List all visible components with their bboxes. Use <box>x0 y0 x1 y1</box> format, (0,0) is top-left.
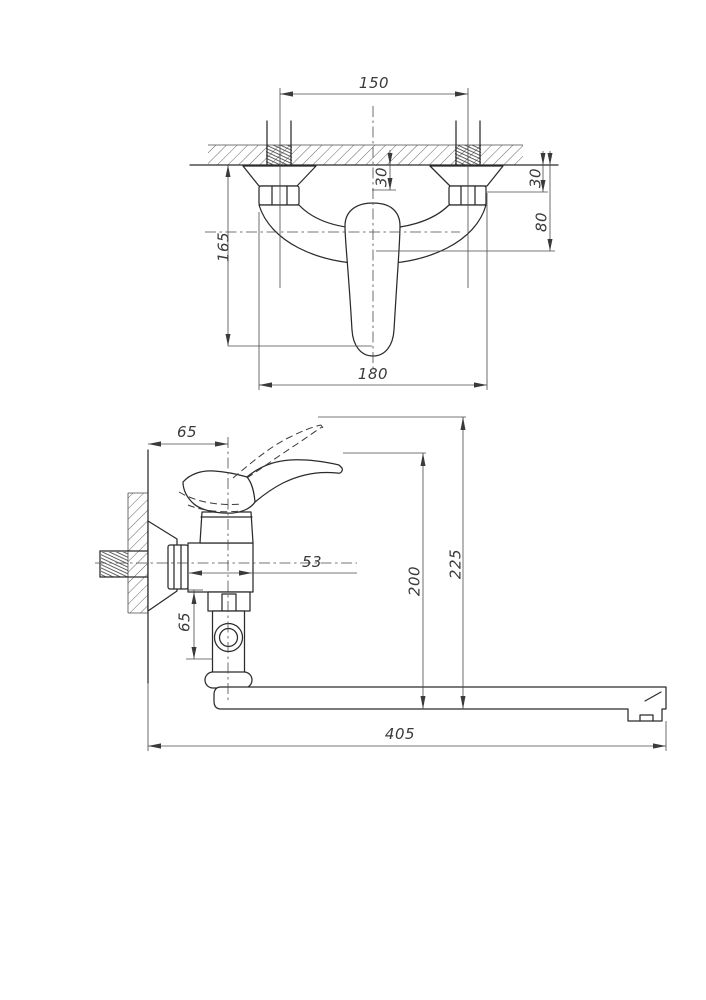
side-handle-lever <box>182 459 343 514</box>
front-handle <box>344 202 401 357</box>
dim-spout-to-lever-raised: 225 <box>318 416 466 709</box>
front-hex-nuts <box>258 185 487 206</box>
aerator-notch <box>639 714 654 722</box>
front-view: 150 30 30 80 <box>189 74 559 390</box>
dim-body-width: 180 <box>258 193 488 390</box>
dim-label-150: 150 <box>359 74 389 92</box>
dim-overall-length: 405 <box>147 683 667 751</box>
dim-wall-to-handle-bottom: 165 <box>214 165 372 347</box>
dim-label-65-top: 65 <box>177 423 197 441</box>
side-view: 65 53 65 200 <box>95 416 667 751</box>
side-wall <box>127 449 149 684</box>
side-supply-pipe <box>99 550 149 578</box>
dim-label-65-low: 65 <box>175 612 193 632</box>
side-neck <box>199 511 254 544</box>
dim-label-405: 405 <box>385 725 415 743</box>
side-spout <box>213 686 667 722</box>
side-centerlines <box>95 437 357 700</box>
dim-label-30-center: 30 <box>372 167 390 187</box>
dim-offset-center: 30 <box>372 150 396 191</box>
dim-spout-to-lever: 200 <box>343 452 426 709</box>
dim-label-30-right: 30 <box>526 168 544 188</box>
dim-label-225: 225 <box>446 549 464 579</box>
spout-end-chamfer <box>644 691 662 702</box>
dim-label-180: 180 <box>358 365 388 383</box>
dim-label-200: 200 <box>405 566 423 596</box>
front-eccentric-flanges <box>242 165 504 187</box>
side-body <box>187 542 254 593</box>
side-diverter-valve <box>204 591 253 689</box>
dim-label-53: 53 <box>302 553 322 571</box>
front-wall <box>189 144 559 166</box>
diverter-knob-outer <box>213 622 244 653</box>
thread-hatch-left <box>266 145 292 165</box>
side-handle-lever-raised <box>178 424 324 513</box>
dim-body-depth: 53 <box>189 553 357 576</box>
dim-wall-to-outlet: 80 <box>376 151 555 252</box>
dim-label-165: 165 <box>214 232 232 262</box>
dim-wall-to-axis: 65 <box>148 423 228 447</box>
dim-body-to-diverter: 65 <box>175 589 213 660</box>
dim-offset-right: 30 <box>487 151 548 193</box>
dim-label-80: 80 <box>532 212 550 232</box>
side-hex-nut <box>167 544 189 590</box>
spout-collar <box>204 671 253 689</box>
diverter-knob-inner <box>218 627 239 648</box>
front-centerlines <box>205 88 469 368</box>
dim-pipe-spacing: 150 <box>280 74 468 97</box>
